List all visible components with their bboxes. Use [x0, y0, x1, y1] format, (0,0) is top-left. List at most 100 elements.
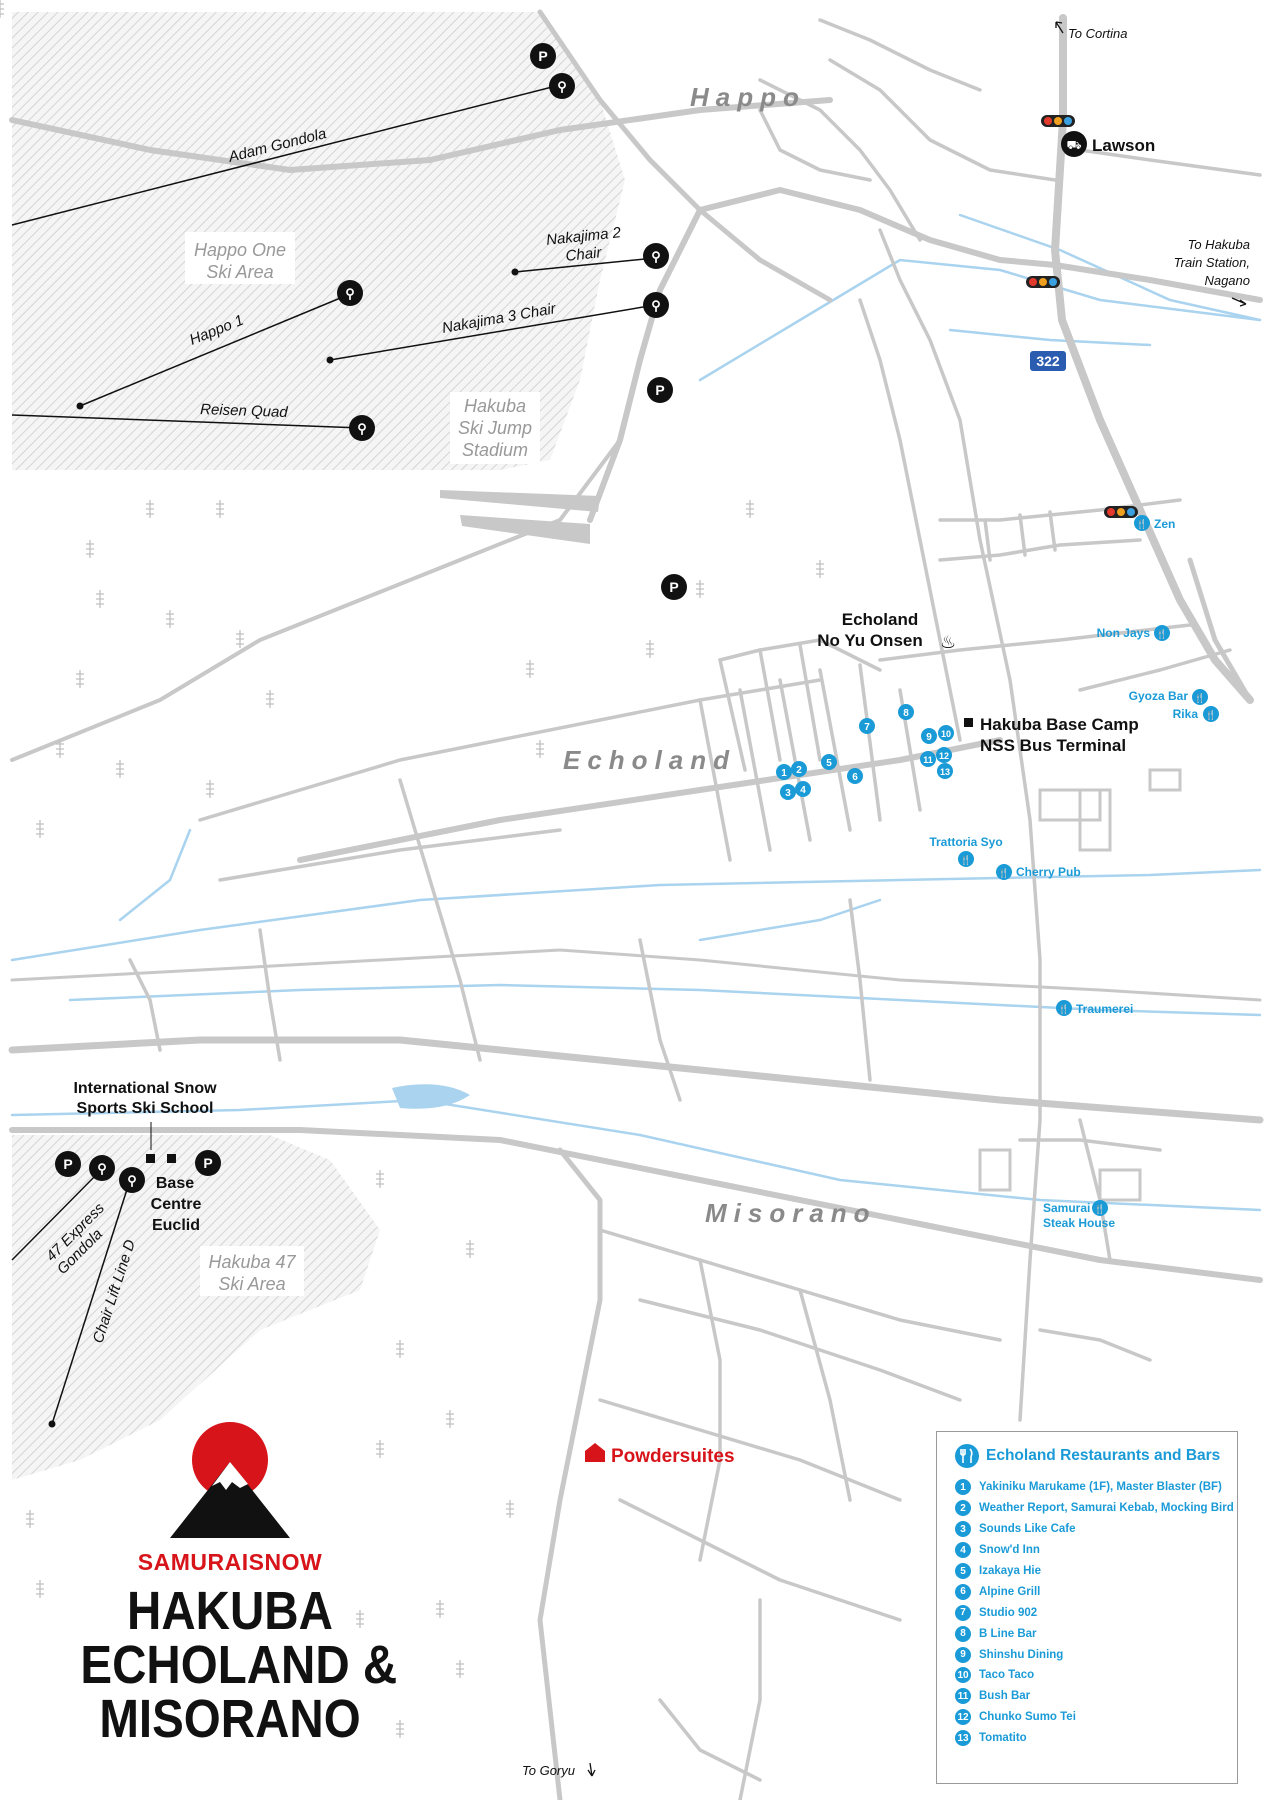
- legend-item-name: Tomatito: [979, 1732, 1027, 1745]
- lift-icon-chair-d[interactable]: ⚲: [119, 1167, 145, 1193]
- parking-icon-lower[interactable]: P: [661, 574, 687, 600]
- arrow-goryu-icon: [587, 1762, 596, 1777]
- svg-text:Traumerei: Traumerei: [1076, 1002, 1133, 1016]
- direction-station-line2: Train Station,: [1174, 255, 1250, 270]
- svg-text:Samurai: Samurai: [1043, 1201, 1090, 1215]
- legend-number-badge: 7: [955, 1604, 971, 1621]
- legend-item-name: Shinshu Dining: [979, 1648, 1064, 1661]
- restaurant-marker-5[interactable]: 5: [821, 754, 837, 770]
- svg-text:Trattoria Syo: Trattoria Syo: [929, 835, 1002, 849]
- lift-icon-nakajima2[interactable]: ⚲: [643, 243, 669, 269]
- legend-item-name: Sounds Like Cafe: [979, 1523, 1076, 1536]
- direction-goryu: To Goryu: [522, 1763, 575, 1778]
- restaurant-cherry-pub[interactable]: 🍴 Cherry Pub: [996, 864, 1081, 880]
- traffic-light-icon-2: [1026, 276, 1060, 288]
- svg-text:⚲: ⚲: [97, 1161, 107, 1176]
- svg-text:🍴: 🍴: [1058, 1003, 1069, 1015]
- lift-endpoints: [48, 268, 519, 1428]
- legend-item-name: Alpine Grill: [979, 1585, 1041, 1598]
- restaurant-traumerei[interactable]: 🍴 Traumerei: [1056, 1000, 1133, 1016]
- legend-item[interactable]: 6 Alpine Grill: [955, 1581, 1225, 1602]
- svg-text:6: 6: [852, 772, 858, 783]
- legend-item-name: Bush Bar: [979, 1690, 1031, 1703]
- restaurant-zen[interactable]: 🍴 Zen: [1134, 515, 1175, 531]
- svg-text:P: P: [538, 48, 547, 64]
- svg-text:Zen: Zen: [1154, 517, 1175, 531]
- jump-stadium-label-line2: Ski Jump: [458, 418, 532, 438]
- restaurant-gyoza-bar[interactable]: Gyoza Bar 🍴: [1129, 689, 1208, 705]
- svg-text:P: P: [669, 579, 678, 595]
- legend-item[interactable]: 1 Yakiniku Marukame (1F), Master Blaster …: [955, 1477, 1225, 1498]
- legend-item-name: Yakiniku Marukame (1F), Master Blaster (…: [979, 1481, 1222, 1494]
- svg-text:2: 2: [796, 765, 802, 776]
- base-centre-label-line3: Euclid: [152, 1217, 200, 1234]
- legend-item[interactable]: 3 Sounds Like Cafe: [955, 1519, 1225, 1540]
- restaurant-marker-6[interactable]: 6: [847, 768, 863, 784]
- area-label-misorano: Misorano: [705, 1198, 877, 1228]
- restaurant-marker-8[interactable]: 8: [898, 704, 914, 720]
- legend-number-badge: 1: [955, 1479, 971, 1496]
- restaurant-marker-10[interactable]: 10: [938, 725, 954, 741]
- svg-text:⚲: ⚲: [345, 286, 355, 301]
- parking-icon-47-left[interactable]: P: [55, 1151, 81, 1177]
- lawson-shop-icon[interactable]: ⛟: [1061, 131, 1087, 157]
- samurai-mountain-logo-icon: [170, 1422, 290, 1538]
- svg-text:4: 4: [800, 785, 806, 796]
- legend-item-name: Chunko Sumo Tei: [979, 1711, 1076, 1724]
- lift-icon-47-gondola[interactable]: ⚲: [89, 1155, 115, 1181]
- restaurant-marker-9[interactable]: 9: [921, 728, 937, 744]
- onsen-label-line2: No Yu Onsen: [817, 631, 923, 650]
- powdersuites-house-icon[interactable]: [585, 1443, 605, 1462]
- svg-text:322: 322: [1036, 353, 1060, 369]
- svg-text:🍴: 🍴: [1156, 628, 1167, 640]
- restaurant-marker-7[interactable]: 7: [859, 718, 875, 734]
- restaurant-marker-2[interactable]: 2: [791, 761, 807, 777]
- legend-header: Echoland Restaurants and Bars: [955, 1444, 1225, 1468]
- restaurant-non-jays[interactable]: Non Jays 🍴: [1097, 625, 1170, 641]
- fork-knife-icon: [955, 1444, 979, 1468]
- powdersuites-label: Powdersuites: [611, 1446, 735, 1467]
- svg-text:🍴: 🍴: [960, 854, 971, 866]
- restaurant-marker-12[interactable]: 12: [936, 747, 952, 763]
- bus-label-line1: Hakuba Base Camp: [980, 715, 1139, 734]
- legend-number-badge: 6: [955, 1583, 971, 1600]
- lift-icon-happo1[interactable]: ⚲: [337, 280, 363, 306]
- route-322-shield: 322: [1030, 351, 1066, 371]
- parking-icon-mid[interactable]: P: [647, 377, 673, 403]
- lift-icon-nakajima3[interactable]: ⚲: [643, 292, 669, 318]
- svg-text:⛟: ⛟: [1066, 138, 1081, 152]
- restaurant-samurai[interactable]: Samurai 🍴 Steak House: [1043, 1200, 1115, 1230]
- base-centre-marker: [167, 1154, 176, 1163]
- traffic-light-icon-1: [1041, 115, 1075, 127]
- hakuba47-label-line2: Ski Area: [218, 1274, 285, 1294]
- parking-icon-47-right[interactable]: P: [195, 1150, 221, 1176]
- svg-text:⚲: ⚲: [651, 249, 661, 264]
- direction-station-line1: To Hakuba: [1188, 237, 1250, 252]
- restaurant-rika[interactable]: Rika 🍴: [1173, 706, 1219, 722]
- svg-text:12: 12: [939, 751, 949, 761]
- restaurant-marker-11[interactable]: 11: [920, 751, 936, 767]
- lift-icon-reisen[interactable]: ⚲: [349, 415, 375, 441]
- restaurant-marker-4[interactable]: 4: [795, 781, 811, 797]
- building-blocks: [978, 768, 1182, 1202]
- restaurant-trattoria[interactable]: Trattoria Syo 🍴: [929, 835, 1003, 867]
- restaurant-marker-13[interactable]: 13: [937, 763, 953, 779]
- parking-icon-top[interactable]: P: [530, 43, 556, 69]
- restaurant-marker-1[interactable]: 1: [776, 764, 792, 780]
- restaurant-marker-3[interactable]: 3: [780, 784, 796, 800]
- happo-one-label-line2: Ski Area: [206, 262, 273, 282]
- area-label-happo: Happo: [690, 82, 806, 112]
- legend-number-badge: 3: [955, 1521, 971, 1538]
- lift-icon-adam[interactable]: ⚲: [549, 73, 575, 99]
